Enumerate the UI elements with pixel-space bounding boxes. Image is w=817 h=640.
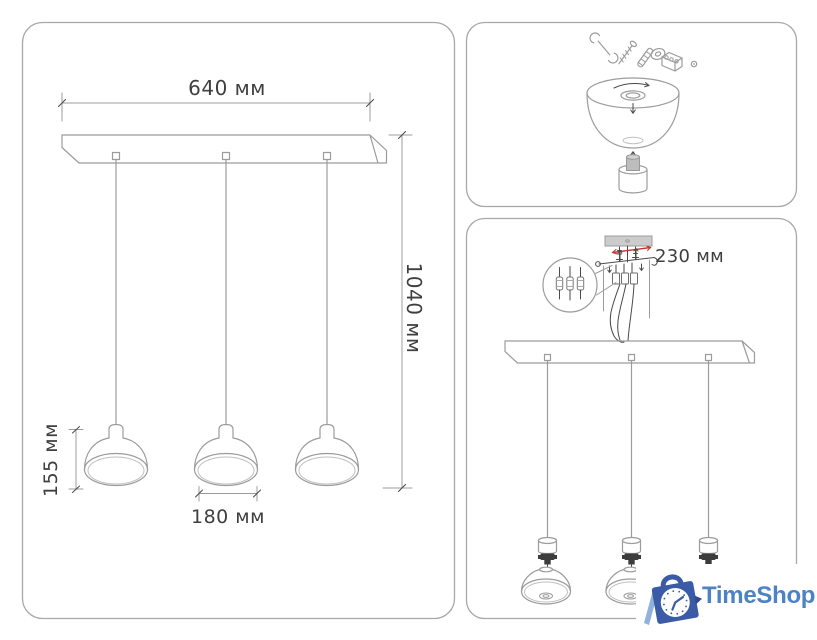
terminal-block-icon — [661, 51, 683, 72]
canopy-dome — [586, 77, 680, 149]
ceiling-plate — [604, 235, 653, 247]
ceiling-bar — [61, 134, 388, 164]
panel-border — [465, 217, 798, 620]
pendant-cords — [111, 151, 332, 425]
bar-width-label: 640 мм — [188, 76, 266, 100]
main-drawing-panel — [21, 21, 456, 620]
detached-shade-1 — [520, 566, 572, 605]
screw-icon — [618, 40, 637, 65]
lamp-shade-2 — [193, 423, 259, 487]
shade-height-dimension — [68, 426, 84, 493]
mount-spacing-label: 230 мм — [655, 246, 725, 267]
lamp-shade-1 — [83, 423, 149, 487]
suspension-rods — [603, 259, 650, 319]
panel-border — [465, 21, 798, 208]
canopy-assembly-panel — [465, 21, 798, 208]
mounting-bracket — [595, 248, 658, 267]
socket-assembly-1 — [537, 536, 558, 568]
clock-shopping-bag-icon — [644, 574, 703, 625]
supply-wires — [609, 283, 635, 343]
bar-width-dimension — [58, 92, 374, 122]
screw-head-icon — [690, 60, 698, 68]
overall-height-label: 1040 мм — [402, 262, 426, 354]
shade-height-label: 155 мм — [40, 423, 62, 497]
wrench-icon — [589, 32, 619, 64]
washer-icon — [650, 48, 666, 60]
overall-height-dimension — [382, 131, 413, 492]
terminal-connectors — [607, 262, 644, 285]
socket-assembly-2 — [621, 536, 642, 568]
shade-diameter-dimension — [195, 486, 261, 502]
wiring-detail-magnifier — [542, 257, 617, 313]
panel-border — [21, 21, 456, 620]
wall-anchor-icon — [637, 47, 654, 68]
suspension-bar — [504, 340, 756, 539]
installation-panel — [465, 217, 798, 620]
mounting-cylinder — [618, 154, 648, 194]
socket-assembly-3 — [698, 536, 719, 568]
lamp-shade-3 — [294, 423, 360, 487]
logo-text: TimeShop — [702, 582, 816, 609]
shade-diameter-label: 180 мм — [191, 506, 265, 528]
